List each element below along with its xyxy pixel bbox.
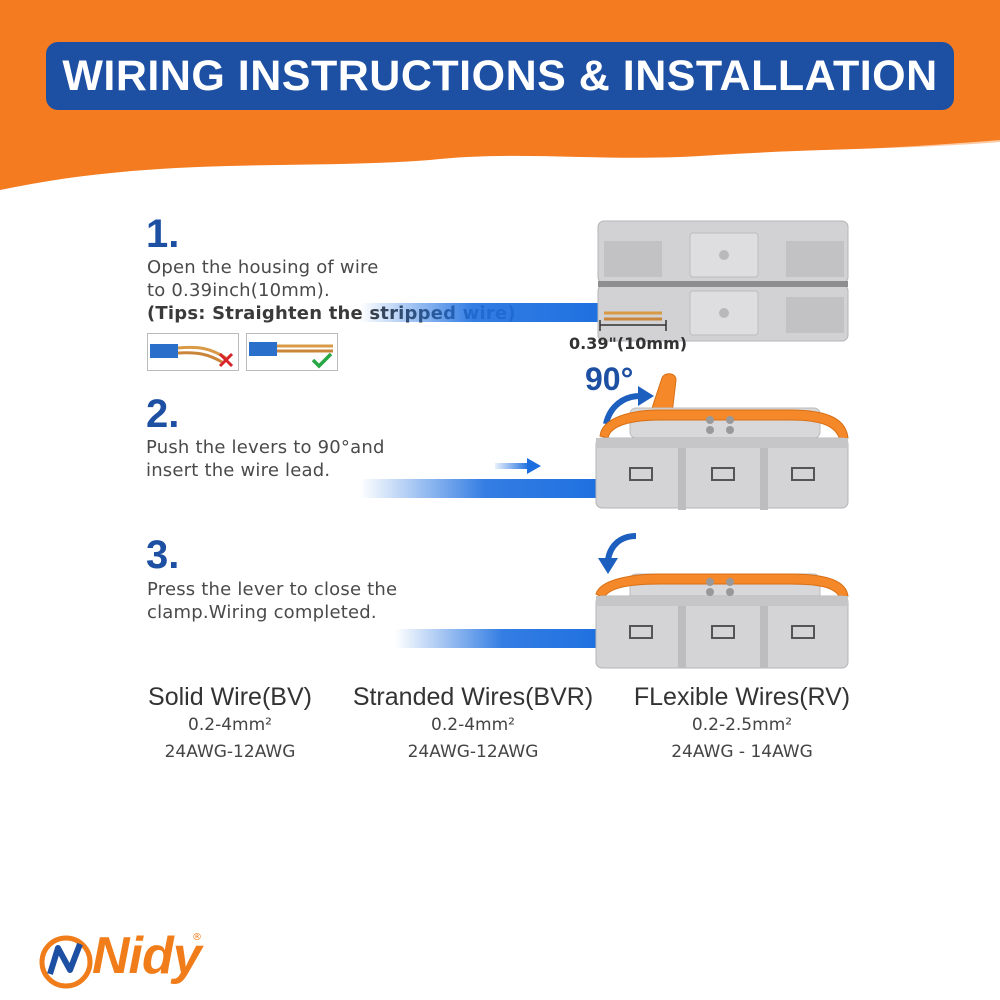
- wire-type-section: 0.2-4mm²: [188, 715, 272, 735]
- green-check-icon: [311, 352, 333, 369]
- step-1-number: 1.: [146, 212, 180, 256]
- rotate-up-arrow-icon: [603, 386, 654, 425]
- nidy-logo-icon: [39, 935, 93, 989]
- wire-type-name: FLexible Wires(RV): [633, 683, 851, 711]
- step-1-line-1: Open the housing of wire: [147, 257, 379, 278]
- step-2-line-1: Push the levers to 90°and: [146, 437, 385, 458]
- wire-right-example: [246, 333, 338, 371]
- insert-arrow-icon: [495, 458, 541, 474]
- wire-beam-3: [395, 629, 610, 648]
- step-1-line-2: to 0.39inch(10mm).: [147, 280, 330, 301]
- wire-beam-1: [360, 303, 610, 322]
- wire-type-awg: 24AWG-12AWG: [407, 742, 539, 762]
- step-3-number: 3.: [146, 533, 180, 577]
- red-x-icon: [218, 352, 234, 368]
- measure-label: 0.39"(10mm): [569, 334, 688, 353]
- wire-wrong-example: [147, 333, 239, 371]
- step-3-text: Press the lever to close the clamp.Wirin…: [147, 578, 397, 624]
- registered-mark: ®: [192, 932, 202, 943]
- wire-type-section: 0.2-2.5mm²: [691, 715, 793, 735]
- rotate-down-arrow-icon: [598, 533, 637, 574]
- wire-type-flexible: FLexible Wires(RV) 0.2-2.5mm² 24AWG - 14…: [612, 683, 872, 766]
- connector-open-housing: [597, 220, 849, 342]
- wire-type-awg: 24AWG-12AWG: [164, 742, 296, 762]
- page-title: WIRING INSTRUCTIONS & INSTALLATION: [62, 51, 938, 100]
- wire-type-section: 0.2-4mm²: [431, 715, 515, 735]
- wire-type-solid: Solid Wire(BV) 0.2-4mm² 24AWG-12AWG: [100, 683, 360, 766]
- wire-beam-2: [360, 479, 610, 498]
- step-2-number: 2.: [146, 392, 180, 436]
- step-2-line-2: insert the wire lead.: [146, 460, 331, 481]
- brand-name: Nidy: [92, 927, 202, 985]
- wire-type-stranded: Stranded Wires(BVR) 0.2-4mm² 24AWG-12AWG: [343, 683, 603, 766]
- connector-lever-up: [595, 373, 849, 510]
- wire-type-awg: 24AWG - 14AWG: [671, 742, 813, 762]
- wire-type-name: Solid Wire(BV): [148, 683, 312, 711]
- angle-label: 90°: [585, 361, 634, 397]
- step-3-line-2: clamp.Wiring completed.: [147, 602, 377, 623]
- connector-closed: [595, 573, 849, 669]
- step-2-text: Push the levers to 90°and insert the wir…: [146, 436, 385, 482]
- wire-type-name: Stranded Wires(BVR): [352, 683, 594, 711]
- title-banner: WIRING INSTRUCTIONS & INSTALLATION: [46, 42, 954, 110]
- step-3-line-1: Press the lever to close the: [147, 579, 398, 600]
